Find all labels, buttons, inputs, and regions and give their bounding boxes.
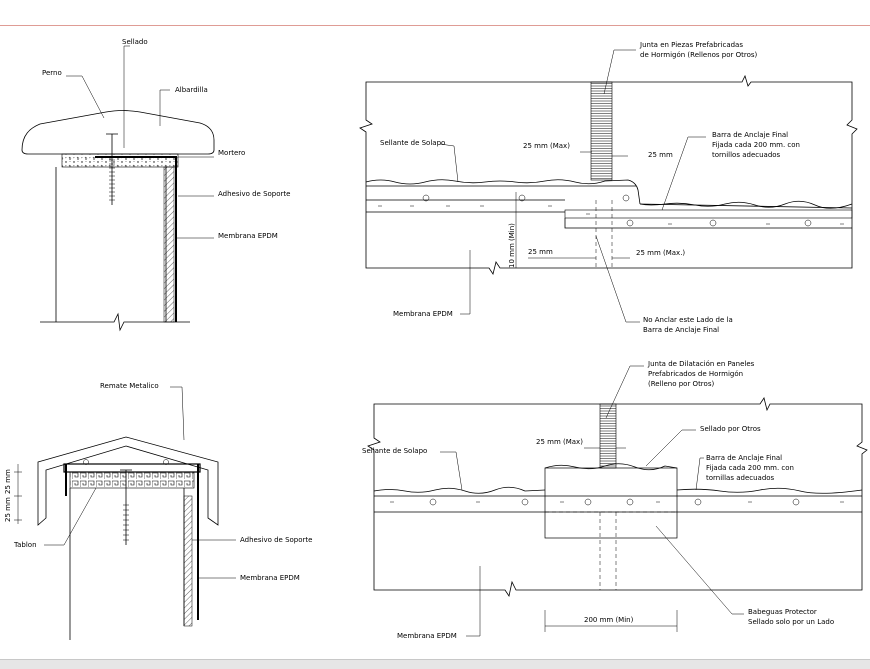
leader-junta (605, 365, 644, 419)
label-sellante: Sellante de Solapo (380, 139, 445, 147)
bolt-thread (123, 504, 129, 541)
babero-box (544, 467, 678, 539)
albardilla-cap (21, 110, 215, 155)
label-no-anclar-1: No Anclar este Lado de la (643, 316, 733, 324)
leader-sellante (439, 143, 459, 183)
label-membrana: Membrana EPDM (393, 310, 453, 318)
adhesive-strip (163, 166, 175, 323)
epdm-membrane (95, 156, 177, 322)
leader-barra (695, 457, 704, 491)
label-no-anclar-2: Barra de Anclaje Final (643, 326, 719, 334)
sheet-top-rule (0, 25, 870, 26)
detail-coping-mortar: Sellado Perno Albardilla Mortero Adhesiv… (21, 38, 290, 332)
bolt-thread (109, 159, 115, 201)
label-junta-3: (Relleno por Otros) (648, 380, 714, 388)
membrane-top (63, 463, 201, 473)
adhesive-strip (183, 495, 193, 627)
label-sellado: Sellado (122, 38, 148, 46)
label-junta-2: Prefabricados de Hormigón (648, 370, 743, 378)
anchor-bar (564, 209, 853, 219)
wall-outline (69, 488, 185, 640)
label-mortero: Mortero (218, 149, 245, 157)
mortar-bed (61, 153, 179, 168)
anchor-holes (390, 498, 844, 506)
leader-junta (603, 49, 636, 95)
label-adhesivo: Adhesivo de Soporte (218, 190, 290, 198)
anchor-bar-lower (564, 218, 852, 229)
panel-outline (367, 397, 868, 598)
leader-barra (661, 136, 706, 211)
label-sellante: Sellante de Solapo (362, 447, 427, 455)
label-babero-1: Babeguas Protector (748, 608, 817, 616)
bottom-status-strip (0, 659, 870, 669)
detail-joint-precast: 25 mm (Max) 25 mm 10 mm (Min) 25 mm 25 m… (359, 41, 858, 334)
leader-no-anclar (595, 235, 640, 323)
epdm-sides (65, 464, 199, 620)
leader-remate (170, 386, 185, 441)
screw-right (163, 459, 169, 465)
leader-albardilla (159, 89, 170, 126)
label-barra-3: tornillos adecuados (712, 151, 781, 159)
label-dim-25-mm: 25 mm (648, 151, 673, 159)
bolt (120, 469, 132, 545)
label-barra-1: Barra de Anclaje Final (712, 131, 788, 139)
label-barra-1: Barra de Anclaje Final (706, 454, 782, 462)
leader-sellado-otros (645, 429, 696, 467)
label-dim-25-max-a: 25 mm (Max) (523, 142, 570, 150)
label-membrana: Membrana EPDM (397, 632, 457, 640)
label-barra-2: Fijada cada 200 mm. con (706, 464, 794, 472)
label-junta-1: Junta en Piezas Prefabricadas (639, 41, 743, 49)
label-membrana: Membrana EPDM (240, 574, 300, 582)
sellante-right (639, 200, 853, 209)
label-dim-25-b: 25 mm (4, 497, 12, 522)
label-dim-25-mm-b: 25 mm (528, 248, 553, 256)
dim-25-top (580, 151, 628, 157)
label-dim-200: 200 mm (Min) (584, 616, 634, 624)
label-barra-3: tornillas adecuados (706, 474, 775, 482)
leader-perno (66, 75, 105, 119)
label-membrana: Membrana EPDM (218, 232, 278, 240)
label-dim-25-max-b: 25 mm (Max.) (636, 249, 685, 257)
joint-filler (590, 81, 613, 181)
label-barra-2: Fijada cada 200 mm. con (712, 141, 800, 149)
leader-babero (655, 525, 744, 615)
joint-dashed (595, 200, 613, 268)
dim-lines (14, 464, 22, 524)
leader-sellado (123, 45, 130, 148)
detail-metal-coping: 25 mm 25 mm Remate Metalico Tablon Adhes… (4, 382, 312, 640)
leader-membrana (466, 566, 481, 637)
label-adhesivo: Adhesivo de Soporte (240, 536, 312, 544)
label-perno: Perno (42, 69, 62, 77)
sellado-otros (544, 463, 678, 471)
leader-sellante (440, 451, 463, 491)
membrane-right-top (639, 203, 853, 209)
label-dim-25-max: 25 mm (Max) (536, 438, 583, 446)
sellante-line (373, 486, 863, 494)
dim-200 (544, 610, 678, 632)
screw-left (83, 459, 89, 465)
label-tablon: Tablon (13, 541, 37, 549)
label-sellado-otros: Sellado por Otros (700, 425, 761, 433)
label-dim-25-a: 25 mm (4, 469, 12, 494)
leader-membrana (460, 250, 471, 315)
tablon (69, 471, 195, 489)
label-junta-2: de Hormigón (Rellenos por Otros) (640, 51, 758, 59)
sellante-left (365, 179, 641, 205)
leader-tablon (44, 487, 97, 546)
joint-dashed (599, 512, 617, 590)
remate-metalico (37, 436, 219, 526)
panel-outline (359, 74, 858, 275)
label-junta-1: Junta de Dilatación en Paneles (647, 360, 755, 368)
membrane-left (366, 199, 565, 213)
label-remate: Remate Metalico (100, 382, 159, 390)
membrane-lines (374, 495, 862, 513)
detail-expansion-joint: 25 mm (Max) 200 mm (Min) Junta de Dilata… (362, 360, 868, 640)
label-albardilla: Albardilla (175, 86, 208, 94)
label-babero-2: Sellado solo por un Lado (748, 618, 834, 626)
bolt (106, 133, 118, 205)
label-dim-10-min: 10 mm (Min) (508, 223, 516, 268)
anchor-holes (378, 194, 844, 227)
